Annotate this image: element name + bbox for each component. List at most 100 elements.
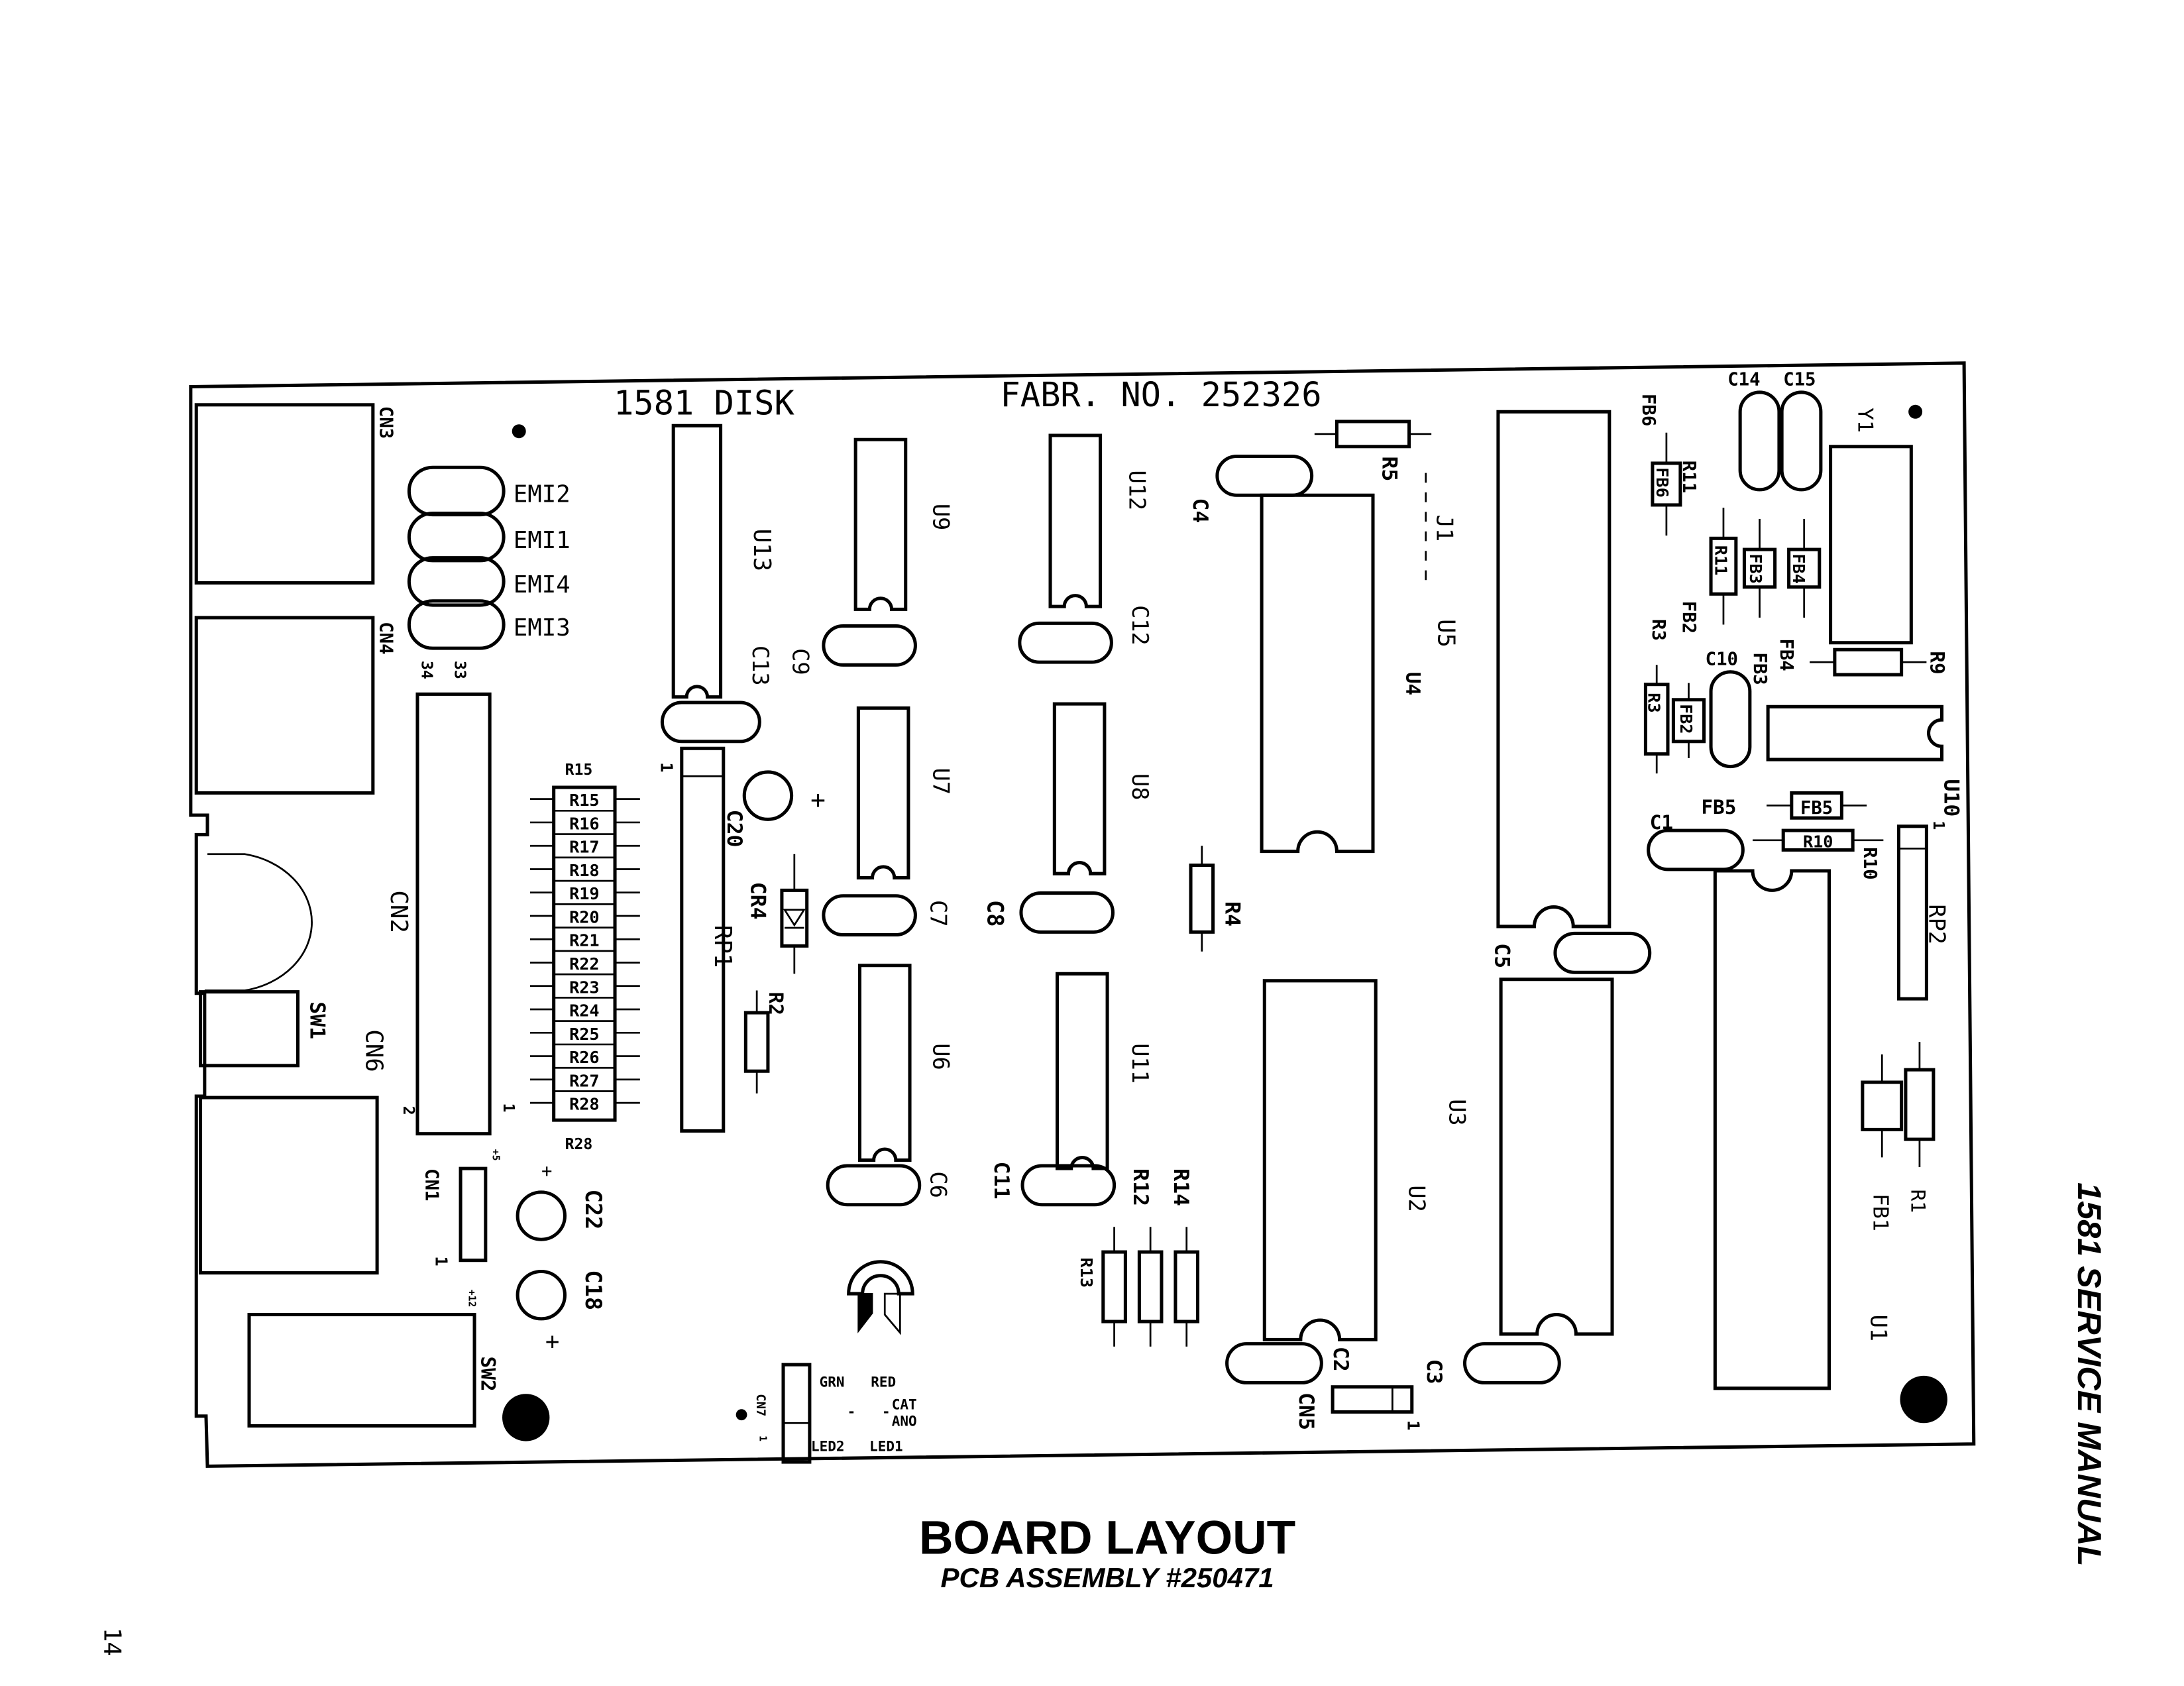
connector-cn2: [415, 692, 492, 1136]
label-c9: C9: [788, 648, 814, 675]
label-u6: U6: [928, 1043, 954, 1070]
c18-plus-sign: +: [545, 1328, 559, 1355]
label-c12: C12: [1127, 605, 1153, 646]
resistor-pack-rp1: [680, 746, 726, 1133]
label-r9: R9: [1926, 651, 1949, 674]
capacitor-c13: [660, 701, 761, 744]
led-dash-1: -: [847, 1404, 856, 1420]
diode-cr4: [780, 888, 809, 948]
ic-u7: [856, 706, 910, 879]
label-u12: U12: [1124, 470, 1150, 510]
resistor-array-item: R17: [569, 838, 599, 857]
label-r4: R4: [1221, 901, 1244, 927]
cn2-pin33: 33: [451, 661, 468, 679]
label-c3: C3: [1422, 1359, 1446, 1384]
capacitor-c6: [826, 1164, 922, 1207]
emi-filter-3: [407, 556, 506, 607]
resistor-r9: [1833, 647, 1904, 677]
emi-filter-2: [407, 512, 506, 563]
label-r11-outer: R11: [1678, 461, 1699, 493]
label-c2: C2: [1329, 1347, 1352, 1372]
label-r1: R1: [1906, 1190, 1929, 1213]
cn2-pin2: 2: [400, 1106, 417, 1115]
cn2-pin34: 34: [417, 661, 435, 679]
fabrication-number: FABR. NO. 252326: [1000, 375, 1321, 414]
label-c15: C15: [1783, 369, 1816, 390]
resistor-array-outline: [552, 785, 617, 1122]
label-fb2-inner: FB2: [1676, 704, 1696, 734]
label-c18: C18: [580, 1270, 606, 1310]
mounting-hole-bottom-left: [502, 1394, 550, 1441]
label-c14: C14: [1727, 369, 1760, 390]
resistor-r13: [1101, 1250, 1127, 1323]
led-holder-pin-left: [857, 1293, 873, 1333]
mounting-dot-top-right: [1908, 404, 1923, 419]
cn1-pin1: 1: [431, 1256, 451, 1266]
capacitor-c15: [1780, 390, 1823, 492]
ic-u10: [1766, 704, 1944, 761]
board-name: 1581 DISK: [614, 384, 795, 423]
label-u7: U7: [928, 768, 954, 795]
capacitor-c5: [1553, 931, 1652, 974]
label-c5: C5: [1490, 943, 1514, 968]
label-r10-inner: R10: [1803, 832, 1833, 851]
ic-u13: [671, 423, 723, 699]
label-c4: C4: [1188, 498, 1212, 523]
ic-u9: [853, 437, 908, 611]
mounting-dot-top-left: [512, 424, 526, 439]
board-notch: [204, 853, 313, 991]
label-y1: Y1: [1853, 408, 1877, 433]
capacitor-c7: [822, 894, 917, 937]
resistor-r12: [1137, 1250, 1164, 1323]
capacitor-c8: [1019, 891, 1115, 934]
led-label-cat: CAT: [892, 1396, 917, 1412]
mounting-hole-bottom-right: [1900, 1375, 1947, 1424]
led-dash-2: -: [882, 1404, 891, 1420]
resistor-array-item: R19: [569, 884, 599, 903]
label-rp1: RP1: [709, 925, 736, 968]
label-cn7: CN7: [753, 1394, 768, 1416]
connector-cn4: [194, 616, 375, 795]
label-u10: U10: [1939, 779, 1963, 816]
capacitor-c10: [1709, 670, 1752, 769]
label-u13: U13: [748, 529, 775, 571]
label-fb4-outer: FB4: [1776, 638, 1796, 671]
cn7-pin1-dot: [736, 1409, 747, 1421]
led-label-red: RED: [871, 1375, 896, 1390]
ic-u2: [1262, 979, 1378, 1341]
label-fb3-inner: FB3: [1746, 553, 1765, 583]
label-c7: C7: [926, 900, 952, 927]
capacitor-c3: [1463, 1342, 1561, 1384]
label-u9: U9: [928, 504, 954, 530]
cn2-pin1: 1: [500, 1103, 517, 1113]
resistor-array-item: R16: [569, 814, 599, 833]
label-cn5: CN5: [1294, 1392, 1318, 1430]
label-u2: U2: [1404, 1185, 1430, 1211]
label-c20: C20: [722, 810, 746, 848]
label-u8: U8: [1127, 773, 1153, 800]
label-fb4-inner: FB4: [1789, 553, 1808, 583]
resistor-r2: [743, 1011, 770, 1073]
capacitor-c12: [1018, 621, 1113, 664]
label-fb5-inner: FB5: [1800, 798, 1833, 818]
emi-filter-1: [407, 465, 506, 517]
c20-plus-sign: +: [810, 785, 826, 815]
label-c10: C10: [1706, 649, 1738, 669]
label-cn3: CN3: [375, 406, 396, 439]
label-sw2: SW2: [477, 1357, 500, 1392]
label-cr4: CR4: [746, 882, 770, 920]
label-sw1: SW1: [305, 1001, 329, 1039]
resistor-r4: [1189, 864, 1215, 934]
label-cn4: CN4: [375, 622, 396, 654]
resistor-array-item: R23: [569, 978, 599, 997]
label-fb6-inner: FB6: [1653, 467, 1672, 497]
label-rp2: RP2: [1924, 904, 1950, 944]
resistor-r5: [1335, 420, 1411, 449]
label-r5: R5: [1378, 456, 1401, 481]
switch-sw1: [199, 990, 300, 1068]
pcb-outline: [189, 361, 1976, 1468]
cn5-pin1: 1: [1403, 1420, 1423, 1430]
cn7-pin1-label: 1: [757, 1435, 768, 1441]
label-r3-outer: R3: [1648, 619, 1668, 641]
connector-cn5: [1331, 1385, 1414, 1414]
